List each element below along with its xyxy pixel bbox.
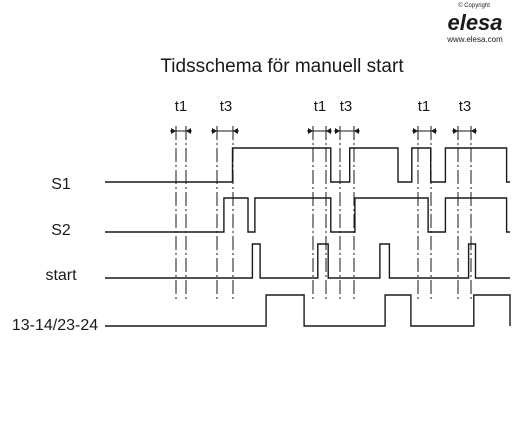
marker-arrow — [233, 128, 238, 134]
watermark-url: www.elesa.com — [446, 35, 503, 44]
marker-labels: t1 t3 t1 t3 t1 t3 — [175, 98, 472, 115]
signal-waveforms — [105, 147, 511, 327]
signal-labels: S1 S2 start 13-14/23-24 — [12, 176, 98, 334]
signal-label-start: start — [45, 267, 77, 284]
marker-arrow — [354, 128, 359, 134]
marker-arrow — [186, 128, 191, 134]
diagram-title: Tidsschema för manuell start — [160, 56, 404, 77]
waveform-13-14-23-24 — [105, 294, 511, 327]
marker-arrow — [431, 128, 436, 134]
marker-label-t1: t1 — [314, 98, 327, 115]
marker-label-t3: t3 — [340, 98, 353, 115]
marker-arrow — [212, 128, 217, 134]
waveform-s2 — [105, 197, 510, 233]
marker-label-t1: t1 — [175, 98, 188, 115]
waveform-start — [105, 243, 510, 279]
marker-arrow — [308, 128, 313, 134]
watermark-copyright: © Copyright — [458, 2, 490, 9]
elesa-logo: elesa — [447, 10, 502, 35]
marker-guides — [170, 126, 477, 300]
signal-label-s2: S2 — [51, 222, 71, 239]
waveform-s1 — [105, 147, 510, 183]
marker-arrow — [335, 128, 340, 134]
marker-label-t3: t3 — [459, 98, 472, 115]
signal-label-output: 13-14/23-24 — [12, 317, 98, 334]
marker-arrow — [413, 128, 418, 134]
signal-label-s1: S1 — [51, 176, 71, 193]
marker-label-t1: t1 — [418, 98, 431, 115]
marker-arrow — [471, 128, 476, 134]
marker-arrow — [171, 128, 176, 134]
marker-arrow — [326, 128, 331, 134]
marker-arrow — [453, 128, 458, 134]
elesa-watermark: © Copyright elesa www.elesa.com — [444, 0, 506, 44]
marker-label-t3: t3 — [220, 98, 233, 115]
